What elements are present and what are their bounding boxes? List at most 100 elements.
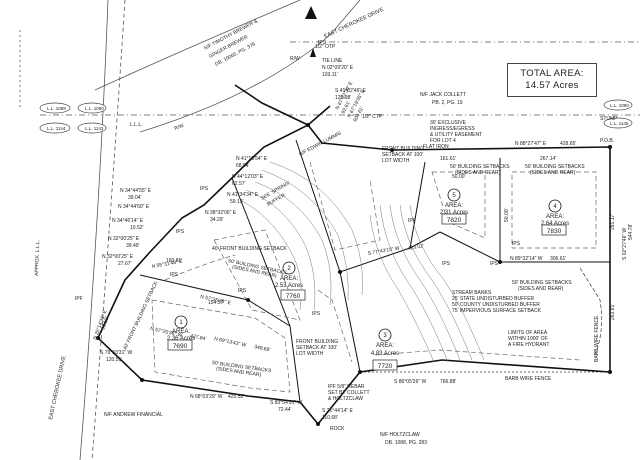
plat-labels: EAST CHEROKEE DRIVE EAST CHEROKEE DRIVE … (34, 7, 634, 446)
distance-lot4-top: 267.14' (540, 156, 556, 162)
owner-collett-2: PB. 2, PG. 19 (432, 100, 463, 106)
lot4-number: 4 (553, 204, 557, 210)
rw-label-mid: R/W (174, 123, 185, 132)
ll-1090-b: L.L. 1090 (610, 103, 629, 108)
ips-marker-lot1: IPS (170, 272, 179, 278)
distance-lot1-top: 160.81' (166, 258, 182, 264)
ll-1144: L.L. 1144 (47, 126, 66, 131)
lot1-area-label: AREA: (172, 329, 190, 335)
ll-1089: L.L. 1089 (47, 106, 66, 111)
distance-lot4-south: 306.61' (550, 256, 566, 262)
owner-collett-1: N/F JACK COLLETT (420, 92, 466, 98)
ipf-marker-west: IPF (75, 296, 83, 302)
ipf-marker: IPF (408, 218, 416, 224)
easement-3: & UTILITY EASEMENT (430, 132, 482, 138)
bearing-n4: N 38°32'06" E (205, 210, 237, 216)
bearing-w1: N 34°44'55" E (120, 188, 152, 194)
rebar-1: IPF 5/8" REBAR (328, 384, 365, 390)
setback-lot3-3: LOT WIDTH (296, 351, 324, 357)
distance-w3: 10.52' (130, 225, 144, 231)
bearing-n1: N 41°19'54" E (236, 156, 268, 162)
distance-w5: 27.67' (118, 261, 132, 267)
distance-north-line: 428.65' (560, 141, 576, 147)
bearing-lot1-top: N 55°31'48" E (151, 259, 183, 270)
setback-sides-2b: (SIDES AND REAR) (455, 170, 501, 176)
bearing-south: S 86°05'26" W (394, 379, 427, 385)
distance-w4: 39.49' (126, 243, 140, 249)
bearing-tie: N 02°09'20" E (322, 65, 354, 71)
bearing-w2: N 34°44'50" E (118, 204, 150, 210)
lot3-area-label: AREA: (376, 343, 394, 349)
distance-lot5-50: 50.00' (452, 174, 466, 180)
bearing-north-line: N 88°27'47" E (515, 141, 547, 147)
ips-marker: IPS (318, 40, 327, 46)
owner-holtzclaw-1: N/F HOLTZCLAW (380, 432, 420, 438)
distance-south: 766.88' (440, 379, 456, 385)
distance-n1: 68.54' (236, 163, 250, 169)
ips-marker-lot12: IPS (238, 288, 247, 294)
distance-lot1-2: 348.68' (254, 344, 271, 353)
ips-marker-lot2: IPS (176, 229, 185, 235)
fence-lines (360, 160, 611, 373)
setback-sides-3b: (SIDES AND REAR) (530, 170, 576, 176)
lot3-acres: 4.83 Acres (371, 351, 399, 357)
distance-lot1-mid: 427.84' (190, 333, 207, 342)
bearing-w5: N 32°00'25" E (102, 254, 134, 260)
lot1-number: 1 (179, 320, 183, 326)
total-area-value: 14.57 Acres (525, 80, 579, 91)
distance-lot5-top: 161.61' (440, 156, 456, 162)
rebar-2: SET BY COLLETT (328, 390, 370, 396)
stream-2: 25' STATE UNDISTURBED BUFFER (452, 296, 535, 302)
lot2-address: 7760 (286, 293, 301, 300)
road-label-secondary: EAST CHEROKEE DRIVE (48, 355, 67, 420)
hydrant-3: A FIRE HYDRANT (508, 342, 549, 348)
bearing-sw: S 79°33'31" W (100, 350, 133, 356)
total-area-box: TOTAL AREA: 14.57 Acres (507, 63, 597, 97)
lot4-acres: 2.64 Acres (541, 221, 569, 227)
lot1-acres: 2.36 Acres (167, 336, 195, 342)
bearing-lot1-2: N 69°13'43" W (214, 336, 247, 349)
distance-sw: 120.51' (106, 357, 122, 363)
lot-markers (174, 188, 562, 342)
lot4-address: 7830 (547, 228, 562, 235)
ips-marker-lot4-2: IPS (512, 241, 521, 247)
lot5-number: 5 (452, 193, 456, 199)
total-area-title: TOTAL AREA: (520, 68, 584, 79)
bearing-se: S 21°44'14" E (322, 408, 354, 414)
lot2-acres: 2.53 Acres (275, 283, 303, 289)
lot3-number: 3 (383, 333, 387, 339)
distance-n3: 59.19' (230, 199, 244, 205)
ips-marker-lot2-n: IPS (200, 186, 209, 192)
lot5-address: 7820 (447, 217, 462, 224)
lot4-area-label: AREA: (546, 214, 564, 220)
easement-2: INGRESS/EGRESS (430, 126, 475, 132)
parcel-boundary (97, 84, 611, 426)
bearing-lot4-south: N 89°32'14" W (510, 256, 543, 262)
stream-4: 75' IMPERVIOUS SURFACE SETBACK (452, 308, 542, 314)
distance-se: 110.68' (322, 415, 338, 421)
distance-lot12: 154.57' (208, 300, 224, 306)
ll-1145: L.L. 1145 (610, 121, 629, 126)
topo-contours (239, 161, 485, 363)
distance-w-lot1: 98.13' (100, 316, 110, 331)
distance-lot5-south: 423.02' (407, 243, 424, 252)
land-lot-ovals (39, 99, 633, 134)
address-boxes (167, 213, 567, 371)
owner-andrew: N/F ANDREW FINANCIAL (104, 412, 163, 418)
lot5-area-label: AREA: (445, 203, 463, 209)
distance-east-2: 263.61' (610, 304, 616, 320)
setback-lot3-2: SETBACK AT 100' (296, 345, 337, 351)
pin-markers (96, 123, 612, 426)
setback-lot1-side: 40' FRONT BUILDING SETBACK (122, 280, 159, 351)
distance-south-short: 72.44' (278, 407, 292, 413)
setback-top-2: SETBACK AT 100' (382, 152, 423, 158)
setback-lot3-1: FRONT BUILDING (296, 339, 338, 345)
pob-label: P.O.B. (600, 138, 614, 144)
otp-label: 1/2" OTP (315, 44, 336, 50)
bearing-lot1-south: N 68°03'29" W (190, 394, 223, 400)
road-label-approx: APPROX. L.L.L. (34, 240, 41, 276)
rock-label: ROCK (330, 426, 345, 432)
tie-line-label: TIE LINE (322, 58, 343, 64)
barb-wire-label: BARB WIRE FENCE (505, 376, 552, 382)
